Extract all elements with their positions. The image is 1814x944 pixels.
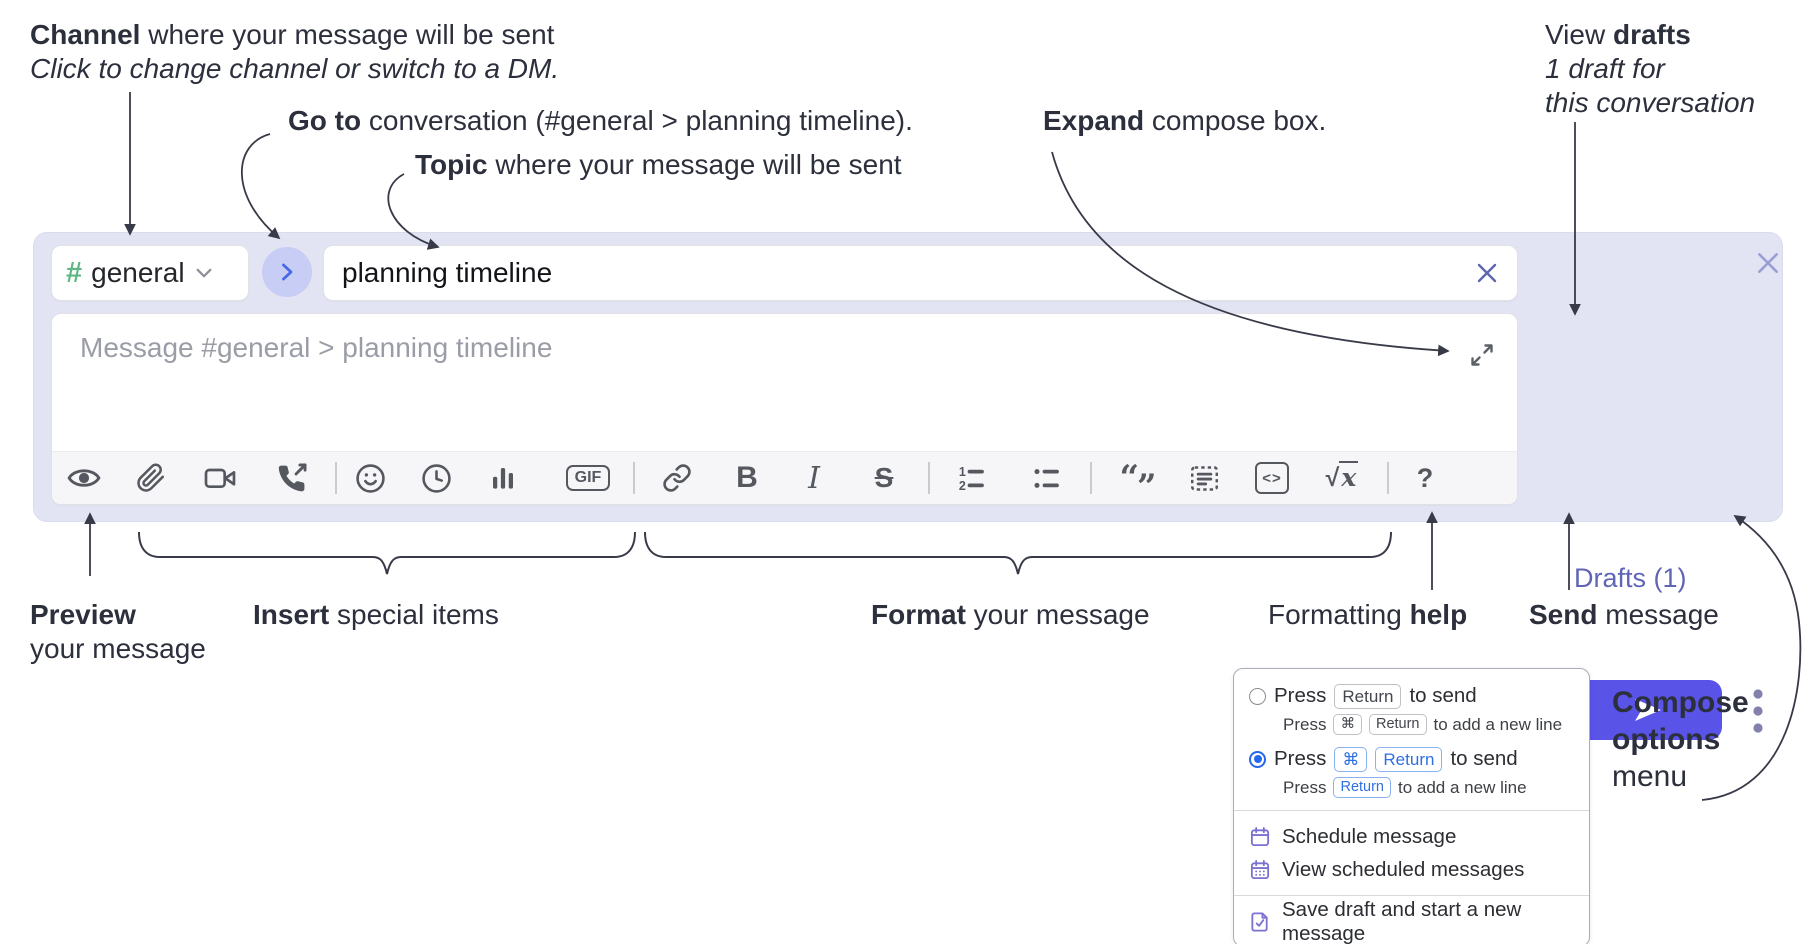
menu-option-return-to-send[interactable]: Press Return to send	[1234, 681, 1589, 711]
poll-button[interactable]	[477, 452, 529, 504]
link-button[interactable]	[651, 452, 703, 504]
menu-option-return-subtext: Press ⌘ Return to add a new line	[1283, 714, 1563, 735]
topic-value: planning timeline	[342, 257, 553, 288]
annotation-view-drafts: View drafts 1 draft for this conversatio…	[1545, 19, 1756, 118]
goto-conversation-button[interactable]	[262, 247, 312, 297]
radio-selected-icon[interactable]	[1249, 750, 1266, 768]
bulleted-list-button[interactable]	[1021, 452, 1073, 504]
blockquote-button[interactable]: “”	[1111, 452, 1163, 507]
paper-plane-icon	[1635, 699, 1661, 721]
menu-option-cmd-return-subtext: Press Return to add a new line	[1283, 777, 1527, 798]
annotation-expand: Expand compose box.	[1043, 105, 1327, 136]
calendar-list-icon	[1250, 859, 1270, 879]
return-keycap: Return	[1334, 683, 1402, 709]
channel-name: general	[91, 257, 185, 288]
svg-text:2: 2	[959, 479, 966, 493]
bold-button[interactable]: B	[721, 452, 773, 504]
annotation-preview: Preview your message	[30, 599, 206, 664]
chevron-down-icon	[196, 268, 212, 278]
sqrt-icon: √x	[1325, 461, 1359, 492]
gif-button[interactable]: GIF	[556, 452, 620, 504]
toolbar-divider	[633, 462, 635, 494]
bar-chart-icon	[493, 468, 513, 489]
strikethrough-icon: S	[874, 462, 894, 493]
brace-insert	[138, 531, 636, 575]
return-keycap: Return	[1375, 746, 1443, 772]
toolbar-divider	[928, 462, 930, 494]
toolbar-divider	[1090, 462, 1092, 494]
menu-divider	[1234, 810, 1589, 811]
recent-items-button[interactable]	[410, 452, 462, 504]
menu-divider	[1234, 895, 1589, 896]
annotation-compose-options: Compose options menu	[1612, 686, 1749, 793]
channel-selector[interactable]: # general	[51, 245, 249, 301]
italic-button[interactable]: I	[788, 452, 840, 504]
return-keycap: Return	[1333, 777, 1391, 798]
question-mark-icon: ?	[1416, 462, 1434, 493]
clock-icon	[421, 463, 451, 493]
equation-button[interactable]: √x	[1312, 452, 1372, 504]
radio-unselected-icon[interactable]	[1249, 687, 1266, 705]
formatting-toolbar	[52, 451, 1517, 504]
draft-check-icon	[1251, 911, 1268, 932]
cmd-keycap: ⌘	[1333, 714, 1362, 735]
clear-topic-icon[interactable]	[1475, 261, 1499, 285]
blockquote-icon: “”	[1119, 458, 1156, 507]
video-camera-icon	[204, 468, 236, 488]
annotation-goto: Go to conversation (#general > planning …	[288, 105, 913, 136]
annotation-channel: Channel where your message will be sent …	[30, 19, 560, 84]
menu-option-cmd-return-to-send[interactable]: Press ⌘ Return to send	[1234, 744, 1589, 774]
paperclip-icon	[137, 463, 165, 492]
kebab-dots-icon	[1753, 689, 1763, 733]
annotation-topic: Topic where your message will be sent	[415, 149, 902, 180]
attach-file-button[interactable]	[125, 452, 177, 504]
close-compose-icon[interactable]	[1752, 247, 1784, 279]
message-placeholder: Message #general > planning timeline	[80, 332, 553, 363]
annotation-insert: Insert special items	[253, 599, 499, 630]
topic-input[interactable]: planning timeline	[323, 245, 1518, 301]
emoji-button[interactable]	[344, 452, 396, 504]
menu-item-save-draft[interactable]: Save draft and start a new message	[1234, 898, 1589, 944]
audio-call-button[interactable]	[265, 452, 317, 504]
expand-compose-icon[interactable]	[1467, 340, 1497, 370]
ordered-list-icon: 1 2	[959, 465, 984, 493]
video-clip-button[interactable]	[194, 452, 246, 504]
inline-code-button[interactable]: <>	[1246, 452, 1298, 504]
code-block-icon	[1190, 465, 1218, 491]
menu-item-schedule-message[interactable]: Schedule message	[1234, 820, 1589, 853]
smiley-icon	[355, 463, 385, 493]
annotation-formatting-help: Formatting help	[1268, 599, 1468, 630]
gif-icon: GIF	[565, 465, 611, 491]
calendar-icon	[1250, 826, 1270, 846]
preview-button[interactable]	[58, 452, 110, 504]
bold-icon: B	[736, 461, 758, 494]
arrow-goto	[241, 133, 281, 240]
phone-outgoing-icon	[278, 463, 306, 491]
annotation-send: Send message	[1529, 599, 1719, 630]
send-button[interactable]	[1574, 680, 1722, 740]
chevron-right-icon	[282, 263, 293, 281]
bulleted-list-icon	[1034, 469, 1059, 488]
toolbar-divider	[335, 462, 337, 494]
inline-code-icon: <>	[1255, 462, 1289, 494]
code-block-button[interactable]	[1178, 452, 1230, 504]
svg-text:1: 1	[959, 465, 966, 479]
link-icon	[663, 464, 691, 492]
strikethrough-button[interactable]: S	[858, 452, 910, 504]
compose-options-menu: Press Return to send Press ⌘ Return to a…	[1233, 668, 1590, 944]
brace-format	[644, 531, 1392, 575]
ordered-list-button[interactable]: 1 2	[946, 452, 998, 504]
channel-hash-icon: #	[66, 256, 83, 289]
italic-icon: I	[808, 460, 820, 496]
menu-item-view-scheduled[interactable]: View scheduled messages	[1234, 853, 1589, 886]
return-keycap: Return	[1368, 714, 1427, 735]
toolbar-divider	[1387, 462, 1389, 494]
cmd-keycap: ⌘	[1334, 746, 1368, 772]
eye-icon	[67, 469, 101, 487]
annotation-format: Format your message	[871, 599, 1150, 630]
formatting-help-button[interactable]: ?	[1399, 452, 1451, 504]
drafts-link[interactable]: Drafts (1)	[1574, 563, 1687, 593]
